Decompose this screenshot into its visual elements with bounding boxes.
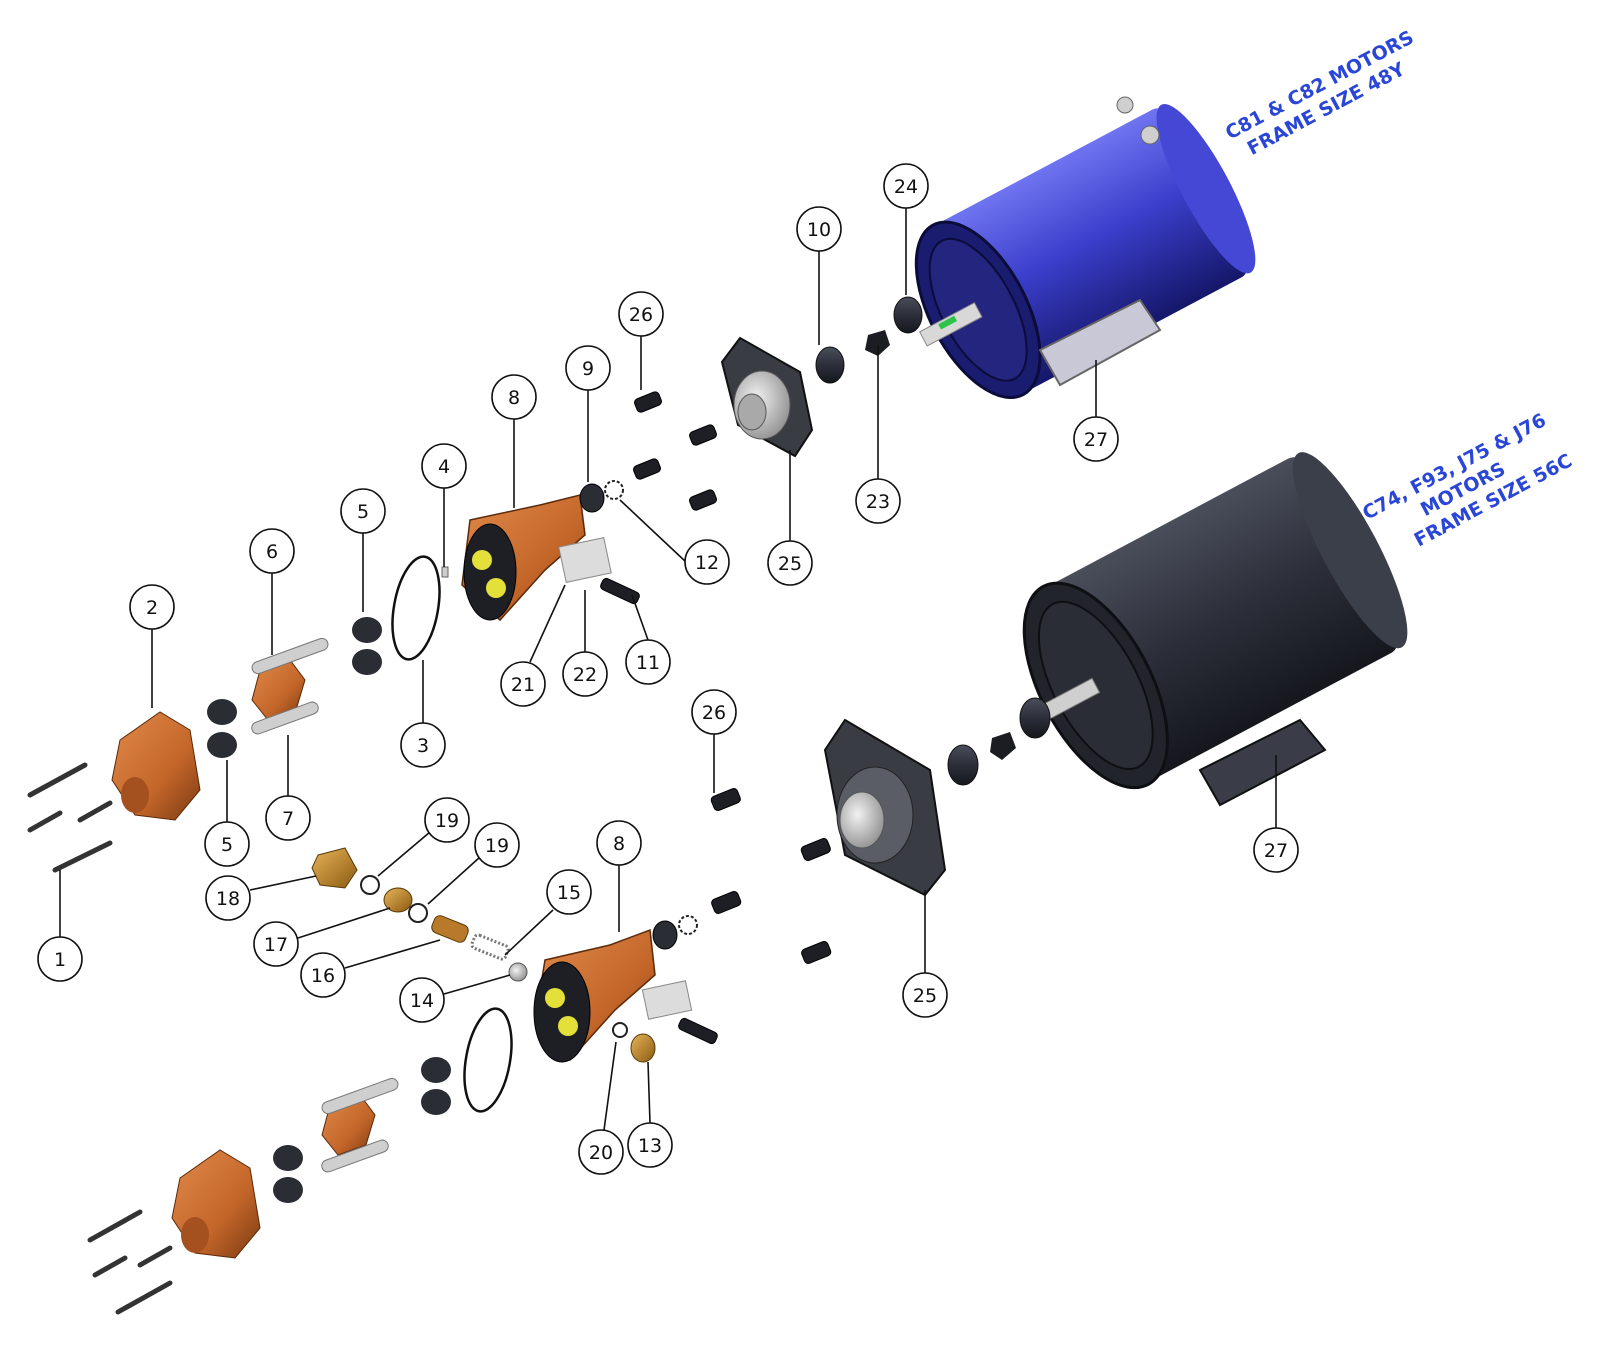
leader-lines bbox=[59, 208, 1277, 1131]
callout-13: 13 bbox=[627, 1122, 673, 1168]
callout-6: 6 bbox=[249, 528, 295, 574]
callout-26-top: 26 bbox=[618, 291, 664, 337]
svg-text:12: 12 bbox=[695, 552, 719, 574]
callout-1: 1 bbox=[37, 936, 83, 982]
svg-text:8: 8 bbox=[508, 387, 520, 409]
bolts-adapter bbox=[600, 391, 832, 1045]
svg-text:11: 11 bbox=[636, 652, 660, 674]
pump-body-top bbox=[461, 480, 624, 622]
svg-text:20: 20 bbox=[589, 1142, 613, 1164]
callout-19-right: 19 bbox=[474, 822, 520, 868]
callout-15: 15 bbox=[546, 869, 592, 915]
svg-text:7: 7 bbox=[282, 808, 294, 830]
callout-27-top: 27 bbox=[1073, 416, 1119, 462]
callout-3: 3 bbox=[400, 722, 446, 768]
svg-text:5: 5 bbox=[357, 501, 369, 523]
svg-text:13: 13 bbox=[638, 1135, 662, 1157]
svg-text:25: 25 bbox=[778, 553, 802, 575]
svg-text:19: 19 bbox=[485, 835, 509, 857]
svg-text:19: 19 bbox=[435, 810, 459, 832]
callout-5-upper: 5 bbox=[340, 488, 386, 534]
svg-text:5: 5 bbox=[221, 834, 233, 856]
svg-text:15: 15 bbox=[557, 882, 581, 904]
pump-body-bottom bbox=[533, 915, 698, 1063]
coupling-set-top bbox=[815, 296, 923, 384]
svg-text:27: 27 bbox=[1084, 429, 1108, 451]
callout-25-bottom: 25 bbox=[902, 972, 948, 1018]
svg-text:C74, F93, J75 & J76: C74, F93, J75 & J76 bbox=[1359, 409, 1550, 524]
svg-text:8: 8 bbox=[613, 833, 625, 855]
svg-text:26: 26 bbox=[702, 702, 726, 724]
end-cover-bottom bbox=[171, 1149, 261, 1259]
coupling-set-bottom bbox=[947, 697, 1051, 786]
svg-text:6: 6 bbox=[266, 541, 278, 563]
gear-set-top bbox=[207, 555, 449, 758]
svg-text:1: 1 bbox=[54, 949, 66, 971]
svg-text:9: 9 bbox=[582, 358, 594, 380]
callout-11: 11 bbox=[625, 639, 671, 685]
svg-text:26: 26 bbox=[629, 304, 653, 326]
svg-text:16: 16 bbox=[311, 965, 335, 987]
callout-18: 18 bbox=[205, 875, 251, 921]
motor-48y bbox=[914, 96, 1256, 400]
relief-valve-parts bbox=[311, 847, 528, 982]
callout-23: 23 bbox=[855, 478, 901, 524]
adapter-flange-top bbox=[720, 336, 814, 458]
callout-20: 20 bbox=[578, 1129, 624, 1175]
svg-text:3: 3 bbox=[417, 735, 429, 757]
callout-4: 4 bbox=[421, 443, 467, 489]
motor-56c bbox=[1022, 452, 1408, 807]
adapter-flange-bottom bbox=[823, 718, 947, 897]
svg-text:27: 27 bbox=[1264, 840, 1288, 862]
svg-text:4: 4 bbox=[438, 456, 450, 478]
callout-5-lower: 5 bbox=[204, 821, 250, 867]
callout-2: 2 bbox=[129, 584, 175, 630]
svg-text:23: 23 bbox=[866, 491, 890, 513]
callout-19-left: 19 bbox=[424, 797, 470, 843]
callout-21: 21 bbox=[500, 661, 546, 707]
end-cover-top bbox=[111, 711, 201, 821]
svg-text:10: 10 bbox=[807, 219, 831, 241]
svg-text:21: 21 bbox=[511, 674, 535, 696]
svg-text:25: 25 bbox=[913, 985, 937, 1007]
callout-8-top: 8 bbox=[491, 374, 537, 420]
svg-text:17: 17 bbox=[264, 934, 288, 956]
callout-8-bottom: 8 bbox=[596, 820, 642, 866]
callout-25-top: 25 bbox=[767, 540, 813, 586]
callout-17: 17 bbox=[253, 921, 299, 967]
svg-text:14: 14 bbox=[410, 990, 434, 1012]
callout-27-bottom: 27 bbox=[1253, 827, 1299, 873]
callout-26-bottom: 26 bbox=[691, 689, 737, 735]
svg-text:18: 18 bbox=[216, 888, 240, 910]
callout-7: 7 bbox=[265, 795, 311, 841]
callout-22: 22 bbox=[562, 651, 608, 697]
callouts: 1 2 3 4 5 5 6 7 8 9 10 11 12 13 14 15 16… bbox=[37, 163, 1299, 1175]
callout-24: 24 bbox=[883, 163, 929, 209]
motor-label-top: C81 & C82 MOTORS FRAME SIZE 48Y bbox=[1222, 26, 1417, 159]
cap-screws bbox=[27, 762, 173, 1315]
callout-9: 9 bbox=[565, 345, 611, 391]
motor-label-bottom: C74, F93, J75 & J76 MOTORS FRAME SIZE 56… bbox=[1359, 409, 1576, 551]
callout-14: 14 bbox=[399, 977, 445, 1023]
svg-text:24: 24 bbox=[894, 176, 918, 198]
svg-text:22: 22 bbox=[573, 664, 597, 686]
gear-set-bottom bbox=[273, 1007, 513, 1203]
svg-text:2: 2 bbox=[146, 597, 158, 619]
callout-16: 16 bbox=[300, 952, 346, 998]
callout-10: 10 bbox=[796, 206, 842, 252]
callout-12: 12 bbox=[684, 539, 730, 585]
